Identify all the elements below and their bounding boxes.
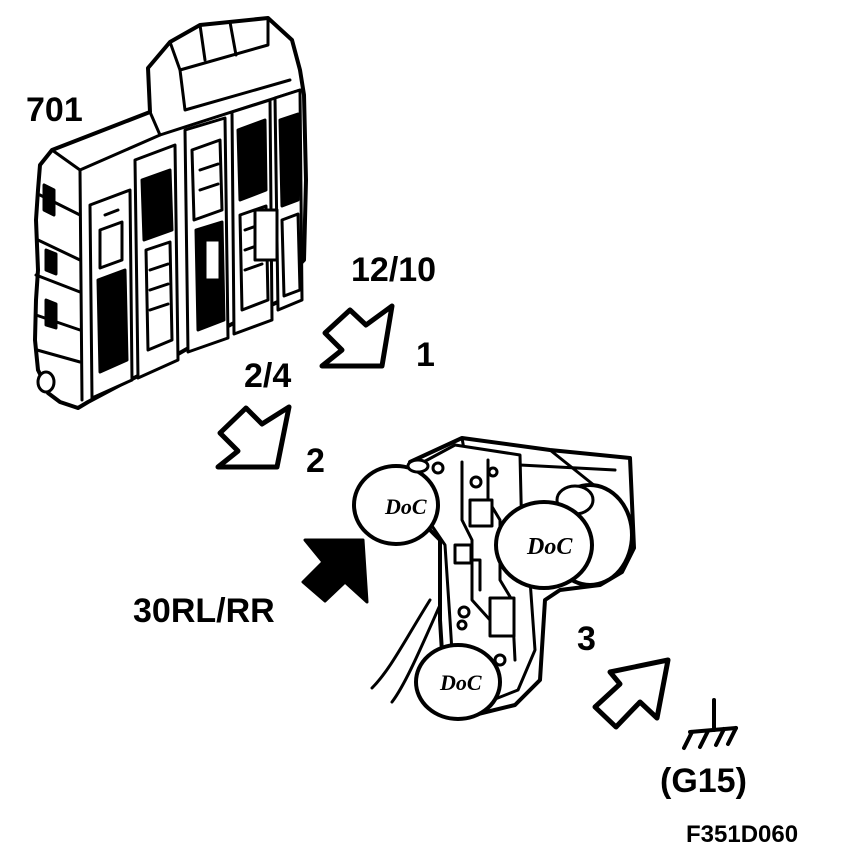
label-2-4: 2/4 (244, 357, 292, 395)
bulb-logo-bottom: DoC (439, 670, 482, 695)
label-g15: (G15) (660, 762, 747, 800)
arrow-3-outline (592, 657, 671, 730)
bulb-top-left (352, 458, 440, 546)
ground-symbol-icon (682, 698, 738, 750)
arrow-2-outline (215, 404, 292, 470)
label-701: 701 (26, 91, 83, 129)
figure-id: F351D060 (686, 821, 799, 848)
arrow-30rl-rr-filled (301, 538, 369, 604)
label-30rl-rr: 30RL/RR (133, 592, 275, 630)
label-12-10: 12/10 (351, 251, 437, 289)
bulb-logo-right: DoC (526, 534, 573, 560)
fuse-relay-box-701 (33, 16, 308, 410)
bulb-bottom (414, 643, 502, 721)
bulb-right (494, 500, 594, 590)
label-step-2: 2 (306, 442, 325, 480)
label-step-3: 3 (577, 620, 596, 658)
arrow-1-outline (319, 303, 395, 369)
bulb-logo-top-left: DoC (384, 494, 427, 519)
label-step-1: 1 (416, 336, 435, 374)
